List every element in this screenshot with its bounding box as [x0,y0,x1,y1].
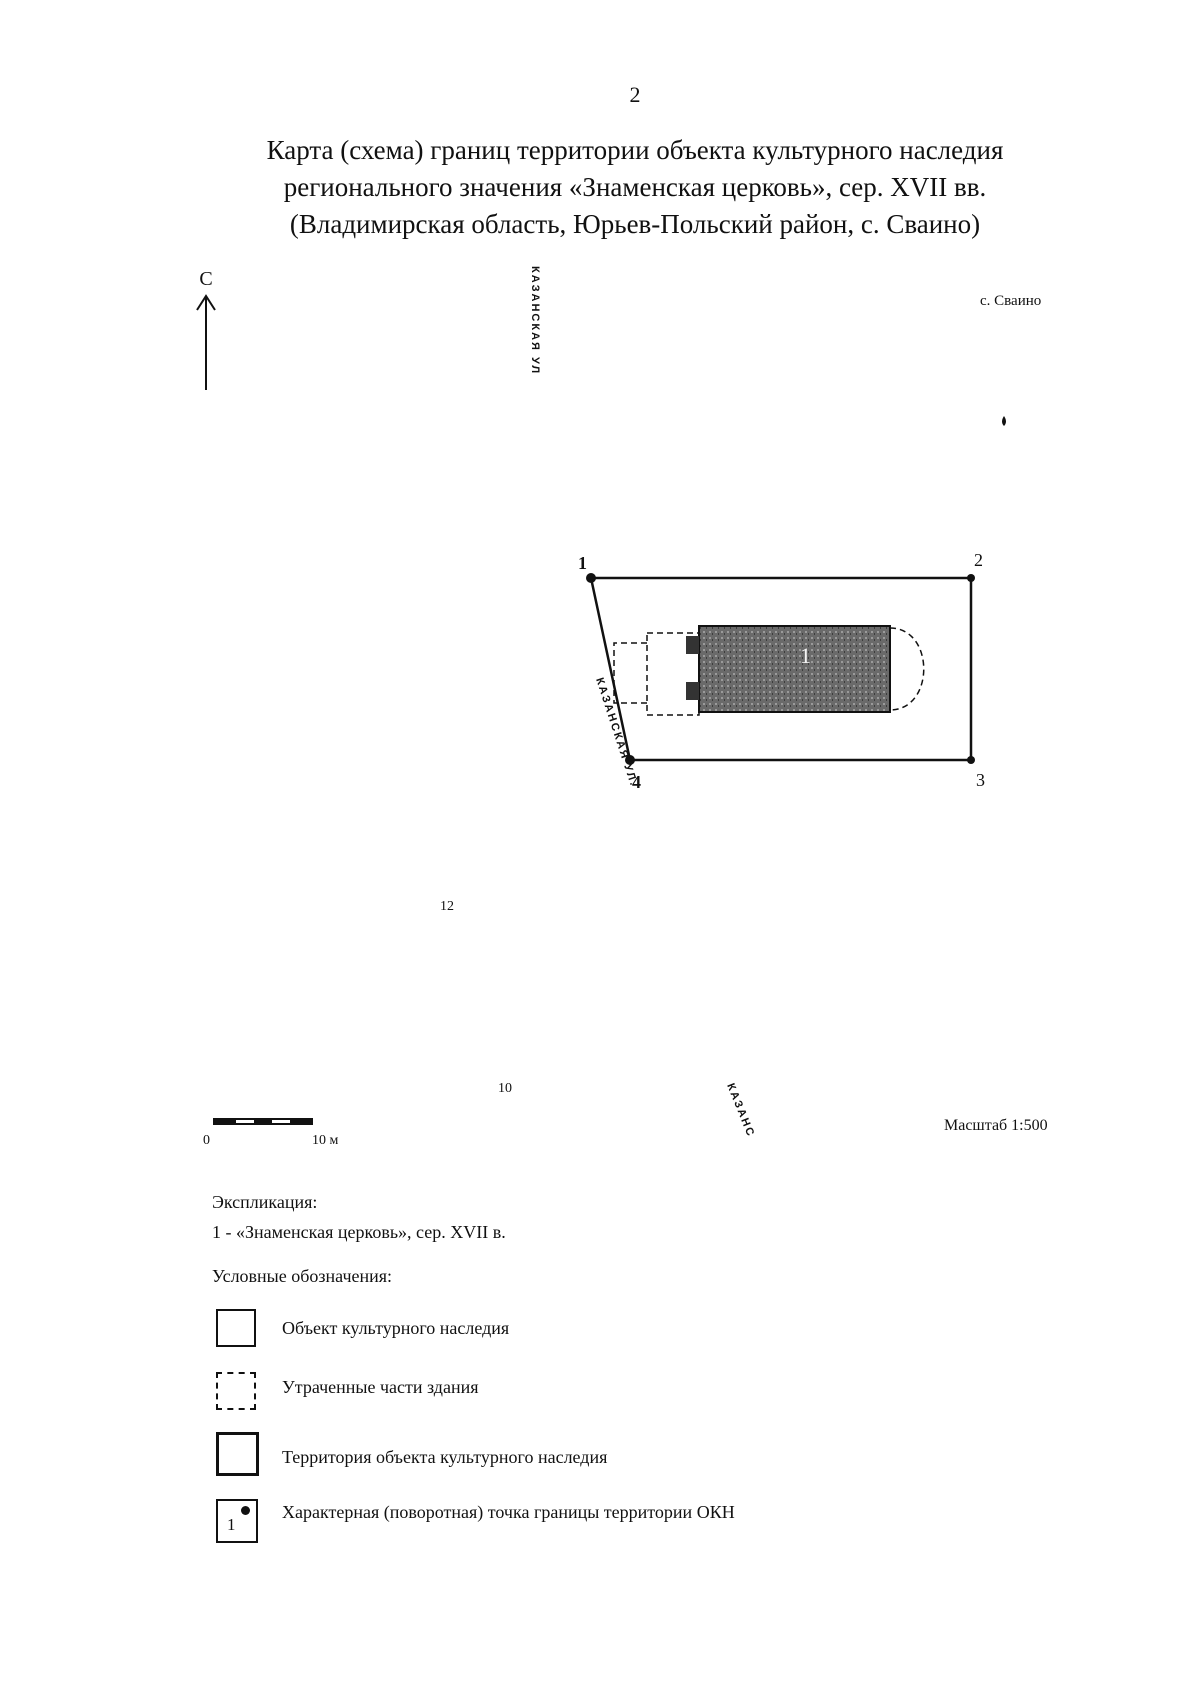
object-number: 1 [800,643,811,668]
title-line-1: Карта (схема) границ территории объекта … [266,135,1004,165]
boundary-point-label-1: 1 [578,553,587,573]
title-line-2: регионального значения «Знаменская церко… [283,172,987,202]
legend-point-number: 1 [227,1515,236,1534]
porch-block-bottom [686,682,699,700]
explication-item: 1 - «Знаменская церковь», сер. XVII в. [212,1222,506,1242]
heritage-object [698,625,891,713]
boundary-point-2 [967,574,975,582]
boundary-points: 1 2 3 4 [578,550,985,792]
legend-point-dot [241,1506,250,1515]
north-arrow: С [196,268,216,390]
street-label-top: КАЗАНСКАЯ УЛ [529,266,541,375]
explication-title: Экспликация: [212,1192,318,1212]
map-dot [1002,416,1006,426]
legend-title: Условные обозначения: [212,1266,393,1286]
legend-lost-parts-label: Утраченные части здания [282,1377,479,1397]
north-label: С [199,268,212,290]
legend-territory-swatch [216,1432,259,1476]
legend-heritage-object-swatch [216,1309,256,1347]
scale-text: Масштаб 1:500 [944,1117,1048,1134]
boundary-point-4 [625,755,635,765]
boundary-point-1 [586,573,596,583]
scale-bar-end: 10 м [312,1133,339,1148]
page-number: 2 [629,82,641,107]
legend-lost-parts-swatch [216,1372,256,1410]
street-label-bottom: КАЗАНС [724,1082,757,1140]
scale-bar: 0 10 м [203,1118,339,1148]
house-number-10: 10 [498,1081,512,1096]
boundary-point-label-3: 3 [976,770,985,790]
scale-bar-start: 0 [203,1133,210,1148]
legend-heritage-object-label: Объект культурного наследия [282,1318,510,1338]
legend-boundary-point-label: Характерная (поворотная) точка границы т… [282,1502,735,1522]
boundary-map: С КАЗАНСКАЯ УЛ КАЗАНСКАЯ УЛ. КАЗАНС с. С… [196,266,1048,1148]
legend-territory-label: Территория объекта культурного наследия [282,1447,608,1467]
map-title: Карта (схема) границ территории объекта … [150,132,1120,243]
boundary-point-label-2: 2 [974,550,983,570]
boundary-point-label-4: 4 [632,772,641,792]
boundary-point-3 [967,756,975,764]
porch-block-top [686,636,699,654]
village-label: с. Сваино [980,293,1041,309]
legend-boundary-point-swatch: 1 [216,1499,258,1543]
title-line-3: (Владимирская область, Юрьев-Польский ра… [289,209,981,239]
house-number-12: 12 [440,899,454,914]
